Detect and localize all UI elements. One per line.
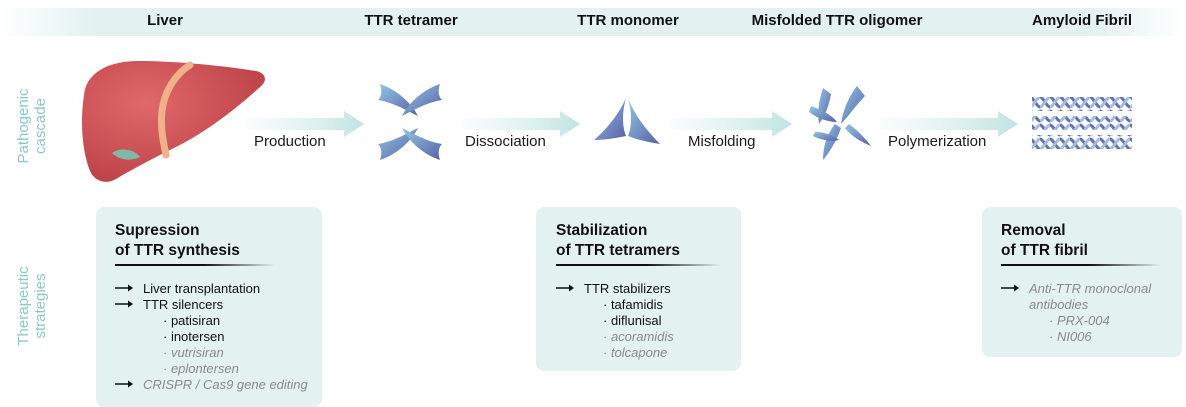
removal-title-line1: Removal — [1001, 222, 1066, 239]
row-label-therapeutic-strategies: Therapeutic strategies — [15, 261, 49, 351]
arrow-bullet-icon — [115, 380, 133, 388]
strategy-box-removal — [982, 207, 1182, 357]
item-acoramidis: · acoramidis — [603, 329, 674, 344]
item-eplontersen: · eplontersen — [163, 361, 239, 376]
item-anti-ttr-antibodies-line1: Anti-TTR monoclonal — [1029, 281, 1152, 296]
step-production: Production — [254, 133, 326, 150]
stage-liver-label: Liver — [147, 12, 183, 29]
item-ttr-stabilizers: TTR stabilizers — [584, 281, 671, 296]
stage-ttr-tetramer-label: TTR tetramer — [364, 12, 458, 29]
dissociation-arrow — [462, 111, 580, 137]
item-diflunisal: · diflunisal — [603, 313, 662, 328]
row-label-pathogenic-cascade: Pathogenic cascade — [15, 81, 49, 171]
synthesis-title-line1: Supression — [115, 222, 200, 239]
item-inotersen: · inotersen — [163, 329, 225, 344]
step-polymerization: Polymerization — [888, 133, 987, 150]
removal-title-underline — [1001, 264, 1161, 266]
polymerization-arrow — [880, 111, 1018, 137]
stage-header-band — [0, 8, 1186, 36]
item-tafamidis: · tafamidis — [603, 297, 663, 312]
row-label-cascade-line2: cascade — [32, 98, 49, 154]
liver-icon — [82, 61, 265, 182]
ttr-tetramer-icon — [378, 84, 442, 160]
stage-amyloid-fibril-label: Amyloid Fibril — [1031, 12, 1133, 29]
stabilization-title-line2: of TTR tetramers — [556, 242, 681, 259]
row-label-strategies-line2: strategies — [32, 273, 49, 339]
arrow-bullet-icon — [115, 284, 133, 292]
step-dissociation: Dissociation — [465, 133, 546, 150]
arrow-bullet-icon — [556, 284, 574, 292]
arrow-bullet-icon — [1001, 284, 1019, 292]
stage-misfolded-oligomer-label: Misfolded TTR oligomer — [751, 12, 923, 29]
stage-ttr-monomer-label: TTR monomer — [577, 12, 679, 29]
item-patisiran: · patisiran — [163, 313, 221, 328]
stabilization-box-title: Stabilization of TTR tetramers — [556, 221, 680, 261]
row-label-cascade-line1: Pathogenic — [15, 88, 32, 164]
synthesis-box-title: Supression of TTR synthesis — [115, 221, 240, 261]
item-anti-ttr-antibodies-line2: antibodies — [1029, 297, 1089, 312]
misfolded-oligomer-icon — [809, 86, 871, 160]
item-ttr-silencers: TTR silencers — [143, 297, 224, 312]
amyloid-fibril-icon — [1032, 97, 1132, 149]
stabilization-title-underline — [556, 264, 721, 266]
arrow-bullet-icon — [115, 300, 133, 308]
item-vutrisiran: · vutrisiran — [163, 345, 224, 360]
misfolding-arrow — [670, 111, 792, 137]
item-liver-transplantation: Liver transplantation — [143, 281, 261, 296]
step-misfolding: Misfolding — [688, 133, 756, 150]
removal-box-title: Removal of TTR fibril — [1001, 221, 1088, 261]
synthesis-title-underline — [115, 264, 275, 266]
row-label-strategies-line1: Therapeutic — [15, 266, 32, 346]
item-crispr-cas9: CRISPR / Cas9 gene editing — [143, 377, 308, 392]
ttr-monomer-icon — [594, 98, 660, 144]
strategy-box-synthesis — [96, 207, 322, 407]
removal-title-line2: of TTR fibril — [1001, 242, 1088, 259]
stabilization-title-line1: Stabilization — [556, 222, 648, 239]
synthesis-title-line2: of TTR synthesis — [115, 242, 240, 259]
item-ni006: · NI006 — [1049, 329, 1092, 344]
production-arrow — [246, 111, 364, 137]
item-tolcapone: · tolcapone — [603, 345, 668, 360]
item-prx-004: · PRX-004 — [1049, 313, 1110, 328]
